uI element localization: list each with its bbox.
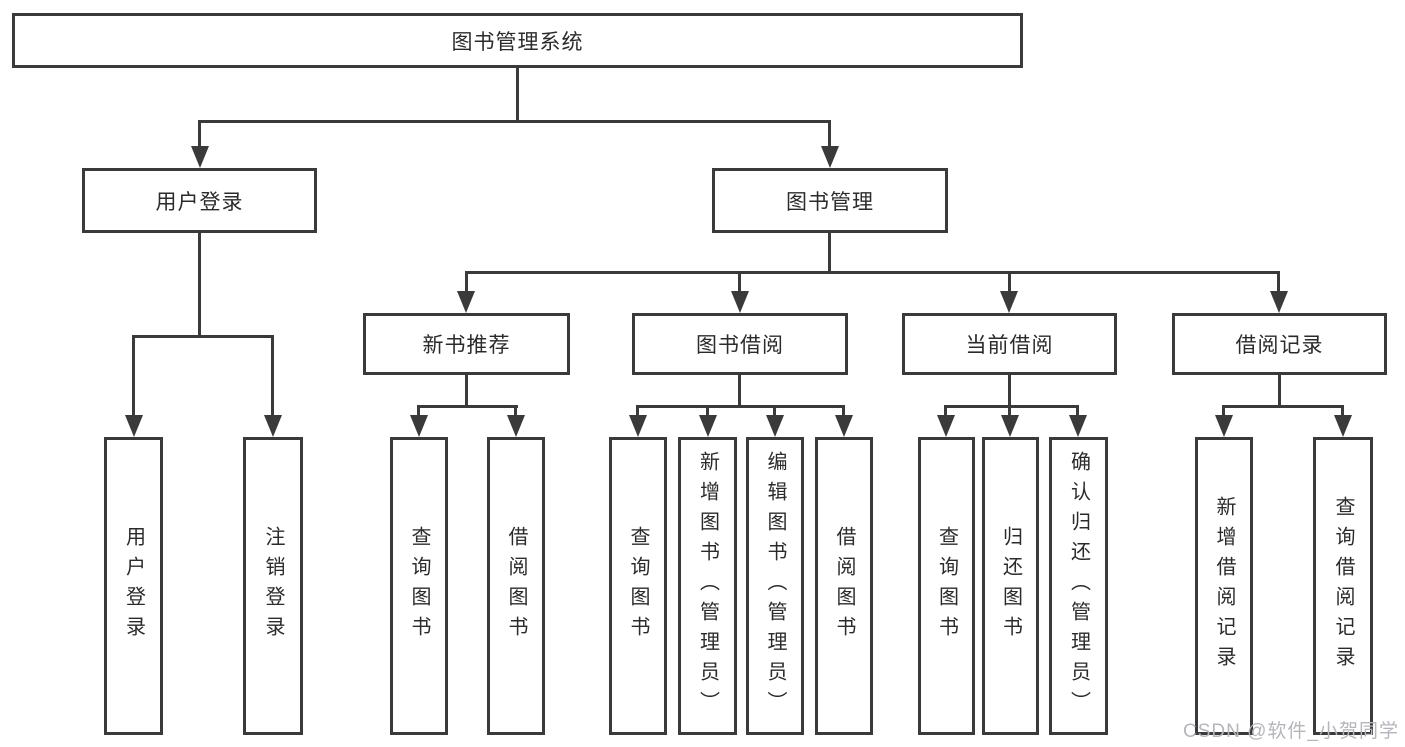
- connector-vline: [1222, 405, 1225, 415]
- connector-arrowhead: [1270, 291, 1288, 313]
- connector-vline: [1277, 271, 1280, 291]
- connector-vline: [636, 405, 639, 415]
- node-leaf-user-login: 用户登录: [104, 437, 163, 735]
- node-leaf-return-book: 归还图书: [982, 437, 1039, 735]
- connector-vline: [1008, 405, 1011, 415]
- node-new-book-recommend: 新书推荐: [363, 313, 570, 375]
- connector-hline: [417, 405, 518, 408]
- node-leaf-query-borrow-record: 查询借阅记录: [1313, 437, 1373, 735]
- connector-vline: [132, 335, 135, 415]
- node-root: 图书管理系统: [12, 13, 1023, 68]
- node-leaf-query-book-1: 查询图书: [390, 437, 448, 735]
- connector-vline: [773, 405, 776, 415]
- connector-arrowhead: [731, 291, 749, 313]
- watermark: CSDN @软件_小贺同学: [1183, 721, 1399, 742]
- connector-vline: [417, 405, 420, 415]
- connector-arrowhead: [457, 291, 475, 313]
- connector-arrowhead: [835, 415, 853, 437]
- connector-hline: [198, 120, 831, 123]
- connector-arrowhead: [1334, 415, 1352, 437]
- node-leaf-add-borrow-record: 新增借阅记录: [1195, 437, 1253, 735]
- connector-arrowhead: [766, 415, 784, 437]
- connector-arrowhead: [937, 415, 955, 437]
- connector-arrowhead: [410, 415, 428, 437]
- connector-vline: [828, 120, 831, 146]
- connector-hline: [636, 405, 845, 408]
- connector-vline: [944, 405, 947, 415]
- connector-arrowhead: [1000, 291, 1018, 313]
- connector-arrowhead: [191, 146, 209, 168]
- connector-arrowhead: [125, 415, 143, 437]
- connector-vline: [514, 405, 517, 415]
- node-book-management: 图书管理: [712, 168, 948, 233]
- connector-vline: [842, 405, 845, 415]
- node-leaf-edit-book-admin: 编辑图书（管理员）: [746, 437, 804, 735]
- node-leaf-logout: 注销登录: [243, 437, 303, 735]
- connector-hline: [1222, 405, 1344, 408]
- node-current-borrow: 当前借阅: [902, 313, 1117, 375]
- connector-vline: [1278, 375, 1281, 405]
- connector-vline: [738, 375, 741, 405]
- connector-hline: [465, 271, 1280, 274]
- connector-vline: [706, 405, 709, 415]
- node-book-borrow: 图书借阅: [632, 313, 848, 375]
- connector-hline: [132, 335, 274, 338]
- connector-vline: [1008, 271, 1011, 291]
- connector-arrowhead: [1215, 415, 1233, 437]
- node-leaf-borrow-book-1: 借阅图书: [487, 437, 545, 735]
- connector-vline: [1076, 405, 1079, 415]
- node-leaf-borrow-book-2: 借阅图书: [815, 437, 873, 735]
- connector-vline: [828, 233, 831, 271]
- connector-arrowhead: [264, 415, 282, 437]
- node-user-login: 用户登录: [82, 168, 317, 233]
- connector-arrowhead: [507, 415, 525, 437]
- connector-vline: [198, 233, 201, 335]
- connector-vline: [738, 271, 741, 291]
- connector-arrowhead: [1069, 415, 1087, 437]
- connector-arrowhead: [629, 415, 647, 437]
- connector-arrowhead: [1001, 415, 1019, 437]
- connector-vline: [271, 335, 274, 415]
- node-leaf-add-book-admin: 新增图书（管理员）: [678, 437, 737, 735]
- connector-hline: [944, 405, 1079, 408]
- node-borrow-records: 借阅记录: [1172, 313, 1387, 375]
- connector-arrowhead: [699, 415, 717, 437]
- node-leaf-query-book-3: 查询图书: [918, 437, 975, 735]
- connector-vline: [465, 271, 468, 291]
- node-leaf-query-book-2: 查询图书: [609, 437, 667, 735]
- connector-arrowhead: [821, 146, 839, 168]
- connector-vline: [465, 375, 468, 405]
- connector-vline: [516, 68, 519, 120]
- connector-vline: [198, 120, 201, 146]
- connector-vline: [1008, 375, 1011, 405]
- node-leaf-confirm-return-admin: 确认归还（管理员）: [1049, 437, 1108, 735]
- connector-vline: [1341, 405, 1344, 415]
